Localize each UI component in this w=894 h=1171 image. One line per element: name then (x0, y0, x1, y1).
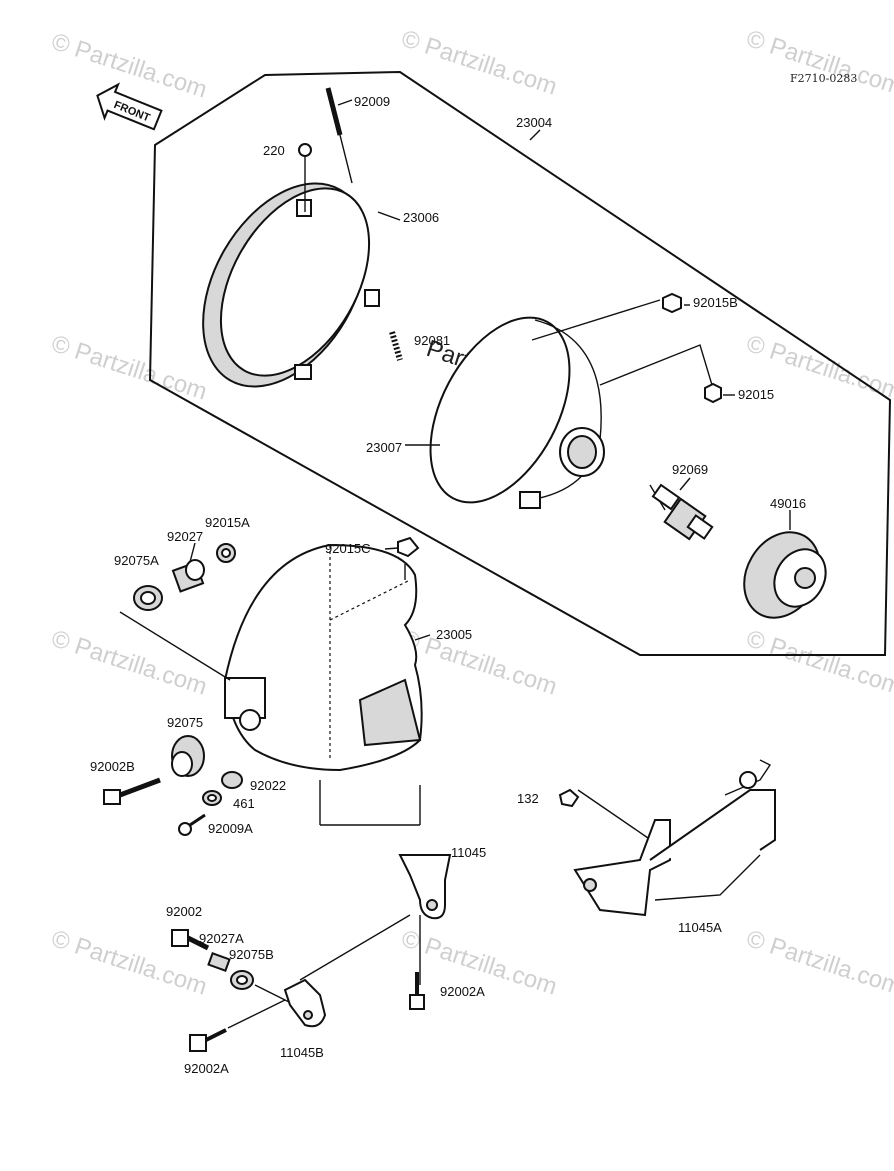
watermark: © Partzilla.com (48, 625, 210, 701)
callout-92081: 92081 (414, 333, 450, 348)
screw-220 (298, 143, 312, 212)
grommet-92075 (171, 735, 205, 777)
callout-92075A: 92075A (114, 553, 159, 568)
callout-11045A: 11045A (678, 920, 722, 935)
watermark: © Partzilla.com (743, 25, 894, 101)
callout-92027: 92027 (167, 529, 203, 544)
callout-49016: 49016 (770, 496, 806, 511)
grommet-92075B (230, 970, 254, 990)
nut-92015C (397, 536, 420, 558)
callout-92002: 92002 (166, 904, 202, 919)
callout-92075B: 92075B (229, 947, 274, 962)
spring-92081 (389, 331, 403, 361)
bolt-92002B (103, 777, 161, 805)
screw-92009A (178, 813, 206, 836)
reflector-23007 (429, 316, 605, 509)
washer-92022 (221, 771, 243, 789)
assembly-23004-boundary (148, 70, 892, 656)
callout-220: 220 (263, 143, 285, 158)
watermark: © Partzilla.com (743, 625, 894, 701)
callout-92015A: 92015A (205, 515, 250, 530)
callout-92002A: 92002A (440, 984, 485, 999)
callout-23005: 23005 (436, 627, 472, 642)
callout-92002B: 92002B (90, 759, 135, 774)
nut-92015 (704, 382, 722, 404)
grommet-92075A (133, 585, 163, 611)
collar-92027A (207, 952, 231, 972)
bolt-92002 (171, 929, 210, 951)
headlight-rim-23006 (202, 182, 380, 388)
dust-cover-49016 (743, 531, 827, 619)
nut-92015B (662, 292, 682, 314)
bracket-11045 (398, 854, 452, 920)
screw-92009 (325, 87, 353, 184)
watermark: © Partzilla.com (48, 330, 210, 406)
callout-11045: 11045 (451, 845, 486, 860)
bulb-92069 (649, 483, 714, 541)
headlight-housing-23005 (223, 543, 423, 772)
bracket-11045A (573, 759, 776, 917)
callout-23004: 23004 (516, 115, 552, 130)
bolt-92002A-lower (189, 1028, 227, 1052)
washer-461 (202, 790, 222, 806)
nut-92015A (216, 543, 236, 563)
figure-code: F2710-0283 (790, 72, 857, 85)
bracket-11045B (283, 978, 327, 1028)
bolt-132 (558, 788, 580, 808)
bolt-92002A-center (409, 972, 425, 1010)
watermark: © Partzilla.com (398, 25, 560, 101)
callout-92009A: 92009A (208, 821, 253, 836)
callout-23006: 23006 (403, 210, 439, 225)
callout-92015C: 92015C (325, 541, 371, 556)
collar-92027 (171, 559, 205, 593)
watermark: © Partzilla.com (743, 925, 894, 1001)
callout-23007: 23007 (366, 440, 402, 455)
callout-92022: 92022 (250, 778, 286, 793)
callout-461: 461 (233, 796, 255, 811)
callout-11045B: 11045B (280, 1045, 324, 1060)
callout-92015: 92015 (738, 387, 774, 402)
callout-92002A-lower: 92002A (184, 1061, 229, 1076)
callout-92009: 92009 (354, 94, 390, 109)
callout-92015B: 92015B (693, 295, 738, 310)
watermark: © Partzilla.com (398, 625, 560, 701)
callout-132: 132 (517, 791, 539, 806)
callout-92075: 92075 (167, 715, 203, 730)
watermark: © Partzilla.com (48, 28, 210, 104)
callout-92027A: 92027A (199, 931, 244, 946)
callout-92069: 92069 (672, 462, 708, 477)
